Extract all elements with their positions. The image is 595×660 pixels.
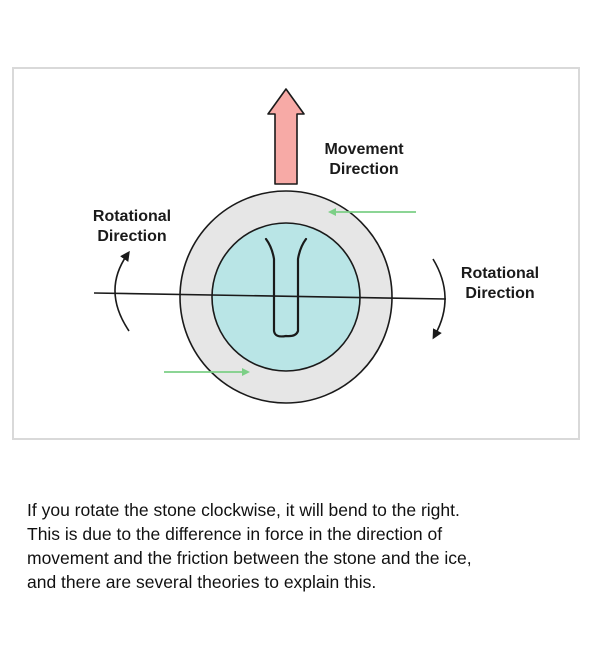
curling-diagram-svg bbox=[93, 88, 447, 404]
movement-arrow-icon bbox=[267, 88, 305, 185]
curling-diagram: Movement Direction Rotational Direction … bbox=[12, 67, 580, 440]
rotation-left-line2: Direction bbox=[97, 228, 167, 245]
movement-direction-label: Movement Direction bbox=[319, 140, 409, 180]
rotation-right-line2: Direction bbox=[465, 285, 535, 302]
rotation-arc-right-icon bbox=[432, 258, 446, 340]
ice-axis-line bbox=[93, 292, 447, 300]
rotation-right-label: Rotational Direction bbox=[445, 264, 555, 304]
curling-stone-handle-icon bbox=[264, 237, 308, 338]
movement-label-line2: Direction bbox=[329, 161, 399, 178]
rotation-left-label: Rotational Direction bbox=[77, 207, 187, 247]
movement-label-line1: Movement bbox=[324, 141, 404, 158]
explanation-caption: If you rotate the stone clockwise, it wi… bbox=[27, 498, 567, 594]
caption-line-2: This is due to the difference in force i… bbox=[27, 524, 443, 544]
rotation-arc-left-icon bbox=[114, 250, 130, 332]
rotation-left-line1: Rotational bbox=[92, 208, 172, 225]
rotation-right-line1: Rotational bbox=[460, 265, 540, 282]
caption-line-1: If you rotate the stone clockwise, it wi… bbox=[27, 500, 460, 520]
caption-line-4: and there are several theories to explai… bbox=[27, 572, 377, 592]
caption-line-3: movement and the friction between the st… bbox=[27, 548, 472, 568]
